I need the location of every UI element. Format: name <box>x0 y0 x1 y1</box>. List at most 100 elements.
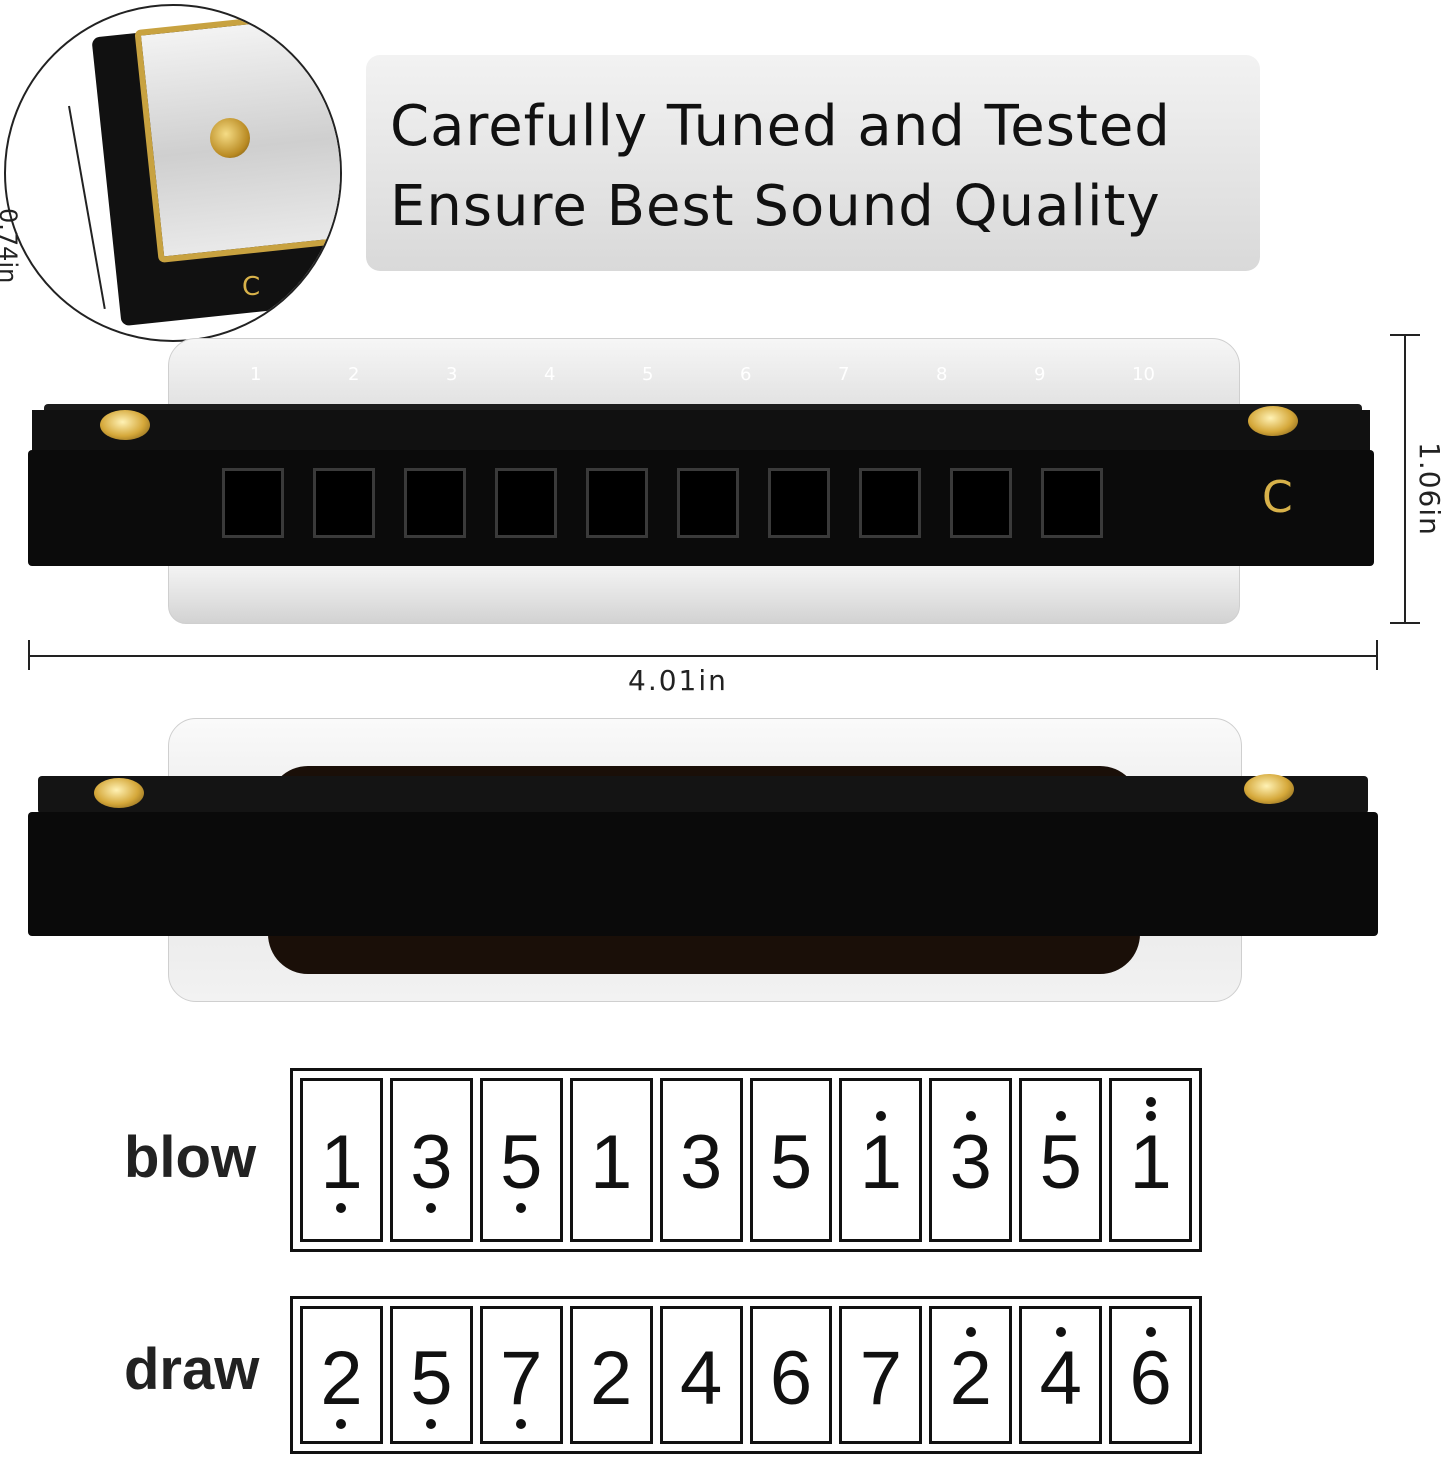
lower-octave-dot <box>516 1203 527 1213</box>
height-tick-bottom <box>1390 622 1420 624</box>
screw-icon <box>1244 774 1294 804</box>
height-dimension-label: 1.06in <box>1413 442 1445 536</box>
reed-hole <box>768 468 830 538</box>
note-digit: 3 <box>410 1120 453 1205</box>
note-digit: 1 <box>320 1120 363 1205</box>
front-bottom-cover <box>168 560 1240 624</box>
front-comb-body <box>28 450 1374 566</box>
note-digit: 2 <box>949 1336 992 1421</box>
note-cell: 1 <box>1109 1078 1193 1242</box>
upper-octave-dot <box>1055 1327 1066 1337</box>
note-cell: 1 <box>300 1078 383 1242</box>
note-cell: 5 <box>389 1306 473 1444</box>
headline-box: Carefully Tuned and Tested Ensure Best S… <box>366 55 1260 271</box>
note-digit: 6 <box>1129 1336 1172 1421</box>
note-cell: 4 <box>1019 1306 1103 1444</box>
note-cell: 5 <box>1019 1078 1103 1242</box>
upper-octave-dot <box>1055 1111 1066 1121</box>
upper-octave-dot <box>1145 1097 1156 1107</box>
height-dimension-line <box>1404 334 1406 624</box>
reed-hole <box>313 468 375 538</box>
lower-octave-dot <box>336 1203 347 1213</box>
zoom-detail-circle: C <box>4 4 342 342</box>
headline-line-2: Ensure Best Sound Quality <box>390 174 1161 239</box>
note-cell: 6 <box>749 1306 833 1444</box>
draw-label: draw <box>124 1337 260 1402</box>
note-cell: 7 <box>839 1306 923 1444</box>
key-letter: C <box>1262 472 1293 523</box>
hole-number: 5 <box>642 364 654 385</box>
note-digit: 1 <box>590 1120 633 1205</box>
hole-number: 2 <box>348 364 360 385</box>
upper-octave-dot <box>1145 1327 1156 1337</box>
upper-octave-dot <box>965 1111 976 1121</box>
note-digit: 3 <box>949 1120 992 1205</box>
hole-number: 4 <box>544 364 556 385</box>
note-cell: 2 <box>569 1306 653 1444</box>
note-digit: 4 <box>1039 1336 1082 1421</box>
key-letter-small: C <box>242 272 261 302</box>
reed-hole <box>586 468 648 538</box>
note-cell: 2 <box>300 1306 383 1444</box>
upper-octave-dot <box>1145 1111 1156 1121</box>
hole-number: 3 <box>446 364 458 385</box>
front-top-plate <box>44 404 1362 452</box>
height-tick-top <box>1390 334 1420 336</box>
reed-hole <box>1041 468 1103 538</box>
note-cell: 1 <box>569 1078 653 1242</box>
hole-row <box>222 468 1103 538</box>
note-digit: 4 <box>679 1336 723 1421</box>
screw-icon <box>210 118 250 158</box>
note-digit: 5 <box>1039 1120 1082 1205</box>
note-digit: 5 <box>769 1120 813 1205</box>
note-digit: 1 <box>1129 1120 1172 1205</box>
reed-hole <box>404 468 466 538</box>
note-cell: 3 <box>659 1078 743 1242</box>
reed-hole <box>950 468 1012 538</box>
back-comb-body <box>28 812 1378 936</box>
note-cell: 5 <box>749 1078 833 1242</box>
headline-line-1: Carefully Tuned and Tested <box>390 94 1171 159</box>
hole-number: 7 <box>838 364 850 385</box>
screw-icon <box>94 778 144 808</box>
note-digit: 2 <box>320 1336 363 1421</box>
note-digit: 7 <box>859 1336 903 1421</box>
thickness-dimension-label: 0.74in <box>0 208 22 284</box>
length-tick-left <box>28 640 30 670</box>
hole-number: 9 <box>1034 364 1046 385</box>
hole-number: 8 <box>936 364 948 385</box>
note-digit: 6 <box>769 1336 813 1421</box>
lower-octave-dot <box>426 1203 437 1213</box>
note-digit: 7 <box>500 1336 543 1421</box>
back-top-plate <box>38 776 1368 814</box>
length-dimension-label: 4.01in <box>628 664 728 697</box>
lower-octave-dot <box>426 1419 437 1429</box>
screw-icon <box>100 410 150 440</box>
note-digit: 1 <box>859 1120 903 1205</box>
note-cell: 4 <box>659 1306 743 1444</box>
reed-hole <box>859 468 921 538</box>
note-digit: 5 <box>500 1120 543 1205</box>
upper-octave-dot <box>875 1111 886 1121</box>
lower-octave-dot <box>516 1419 527 1429</box>
note-cell: 6 <box>1109 1306 1193 1444</box>
lower-octave-dot <box>336 1419 347 1429</box>
note-cell: 7 <box>479 1306 563 1444</box>
note-cell: 1 <box>839 1078 923 1242</box>
note-digit: 3 <box>679 1120 723 1205</box>
note-digit: 5 <box>410 1336 453 1421</box>
hole-number: 6 <box>740 364 752 385</box>
reed-hole <box>495 468 557 538</box>
length-tick-right <box>1376 640 1378 670</box>
hole-number: 1 <box>250 364 262 385</box>
screw-icon <box>1248 406 1298 436</box>
upper-octave-dot <box>965 1327 976 1337</box>
reed-hole <box>677 468 739 538</box>
note-cell: 3 <box>389 1078 473 1242</box>
note-digit: 2 <box>590 1336 633 1421</box>
hole-number: 10 <box>1132 364 1155 385</box>
blow-label: blow <box>124 1125 257 1190</box>
note-cell: 5 <box>479 1078 563 1242</box>
